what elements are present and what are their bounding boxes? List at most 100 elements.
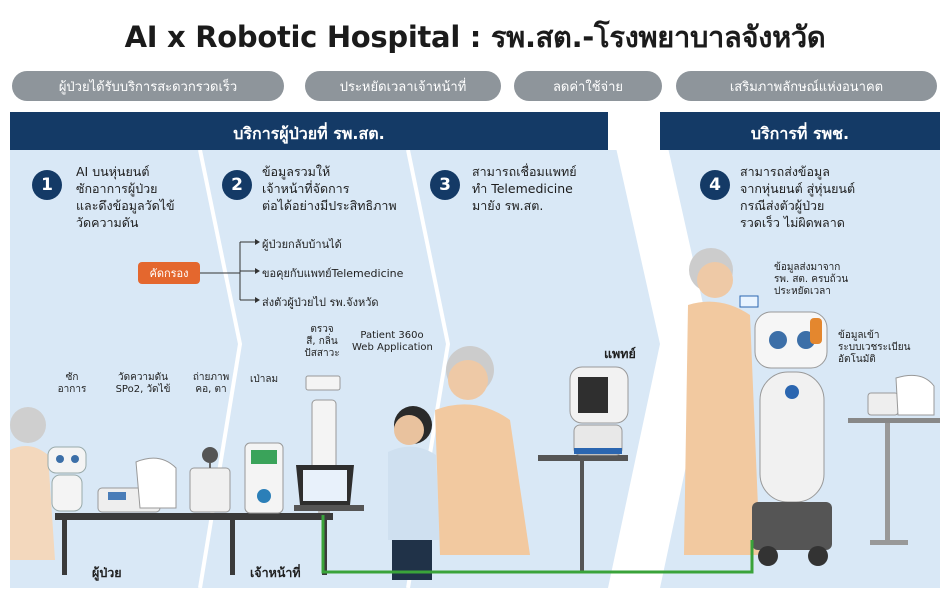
screening-option-telemedicine: ขอคุยกับแพทย์Telemedicine [262,267,404,280]
left-header-bar [10,112,608,150]
section-divider [608,112,712,588]
step-1-line: และดึงข้อมูลวัดไข้ [76,198,175,213]
big-robot-eye [769,331,787,349]
step-1-line: วัดความดัน [76,215,139,230]
step-4-line: สามารถส่งข้อมูล [740,164,830,179]
label-line: ปัสสาวะ [304,348,340,359]
camera-lens [202,447,218,463]
bp-cuff [135,457,177,509]
screening-option-go-home: ผู้ป่วยกลับบ้านได้ [262,238,342,251]
benefit-pill-convenient: ผู้ป่วยได้รับบริการสะดวกรวดเร็ว [12,71,284,101]
small-robot-head [47,446,87,474]
label-line: ตรวจ [310,324,334,335]
right-bp-cuff [895,374,935,416]
step-3-number: 3 [430,170,460,200]
id-card [739,295,759,308]
benefit-pill-reduce-cost: ลดค่าใช้จ่าย [514,71,662,101]
label-line: Web Application [352,342,433,353]
urine-analyzer [305,375,341,391]
small-robot-body [51,474,83,512]
robot-eye [71,455,79,463]
big-robot-base [752,502,832,550]
breath-screen [251,450,277,464]
step-2-number: 2 [222,170,252,200]
screening-badge: คัดกรอง [138,262,200,284]
right-desk [848,418,940,423]
step-2-line: ต่อได้อย่างมีประสิทธิภาพ [262,198,397,213]
bp-screen [108,492,126,500]
page-title: AI x Robotic Hospital : รพ.สต.-โรงพยาบาล… [124,20,826,54]
label-line: วัดความดัน [118,372,168,383]
screening-option-refer: ส่งตัวผู้ป่วยไป รพ.จังหวัด [262,296,379,309]
big-robot-head [754,311,828,369]
label-line: เป่าลม [249,374,279,385]
step-3-line: สามารถเชื่อมแพทย์ [472,164,577,179]
table-top [55,513,333,520]
step-4-line: จากหุ่นยนต์ สู่หุ่นยนต์ [740,181,856,196]
tele-robot-screen [578,377,608,413]
note-line: ระบบเวชระเบียน [838,342,911,353]
label-webapp: Patient 360o Web Application [352,330,433,354]
step-3-text: สามารถเชื่อมแพทย์ ทำ Telemedicine มายัง … [472,163,577,214]
step-4-number: 4 [700,170,730,200]
left-section-header: บริการผู้ป่วยที่ รพ.สต. [233,123,385,143]
step-2-text: ข้อมูลรวมให้ เจ้าหน้าที่จัดการ ต่อได้อย่… [262,163,397,214]
label-line: ซัก [65,372,79,383]
label-interview: ซัก อาการ [52,372,92,396]
big-robot-ear [810,318,822,344]
patient-body [10,446,55,560]
laptop-base [294,505,364,511]
table-leg [230,520,235,575]
step-1-number: 1 [32,170,62,200]
label-patient: ผู้ป่วย [92,565,122,580]
laptop-display [303,470,347,501]
benefit-pill-save-time: ประหยัดเวลาเจ้าหน้าที่ [305,71,501,101]
step-1-line: AI บนหุ่นยนต์ [76,164,150,179]
arrow-head [255,239,260,245]
step-4-line: รวดเร็ว ไม่ผิดพลาด [740,215,845,230]
arrow-head [255,297,260,303]
label-line: อาการ [57,384,87,395]
right-bp-device [867,392,899,416]
label-urine: ตรวจ สี, กลิ่น ปัสสาวะ [296,324,348,360]
right-header-bar [660,112,940,150]
step-4-text: สามารถส่งข้อมูล จากหุ่นยนต์ สู่หุ่นยนต์ … [740,163,855,231]
label-breath: เป่าลม [240,374,288,386]
tele-robot-base [573,424,623,456]
label-bp: วัดความดัน SPo2, วัดไข้ [108,372,178,396]
urine-stand [311,399,337,471]
note-line: รพ. สต. ครบถ้วน [774,274,849,285]
label-line: ถ่ายภาพ [192,372,230,383]
data-transfer-line [321,515,754,574]
right-patient-body [684,301,760,555]
step-1-line: ซักอาการผู้ป่วย [76,181,158,196]
label-photo: ถ่ายภาพ คอ, ตา [186,372,236,396]
step-3-line: ทำ Telemedicine [472,181,573,196]
note-line: ข้อมูลเข้า [838,330,880,341]
note-line: อัตโนมัติ [838,354,876,365]
patient-head [10,407,46,443]
staff-legs [392,540,432,580]
benefit-pill-future-image: เสริมภาพลักษณ์แห่งอนาคต [676,71,937,101]
note-data-sent: ข้อมูลส่งมาจาก รพ. สต. ครบถ้วน ประหยัดเว… [774,262,864,298]
label-line: Patient 360o [360,330,424,341]
label-staff: เจ้าหน้าที่ [250,565,301,580]
patient-body-center [435,404,530,555]
robot-eye [56,455,64,463]
step-1-text: AI บนหุ่นยนต์ ซักอาการผู้ป่วย และดึงข้อม… [76,163,175,231]
label-doctor: แพทย์ [604,346,636,361]
step-4-line: กรณีส่งตัวผู้ป่วย [740,198,825,213]
photo-device [189,467,231,513]
right-section-header: บริการที่ รพช. [750,123,850,143]
step-2-line: ข้อมูลรวมให้ [262,164,331,179]
breath-mouthpiece [257,489,271,503]
table-leg [62,520,67,575]
label-line: SPo2, วัดไข้ [115,384,171,395]
note-line: ข้อมูลส่งมาจาก [774,262,841,273]
staff-body [388,446,440,540]
step-3-line: มายัง รพ.สต. [472,198,544,213]
label-line: สี, กลิ่น [306,336,338,347]
side-table [538,455,628,461]
